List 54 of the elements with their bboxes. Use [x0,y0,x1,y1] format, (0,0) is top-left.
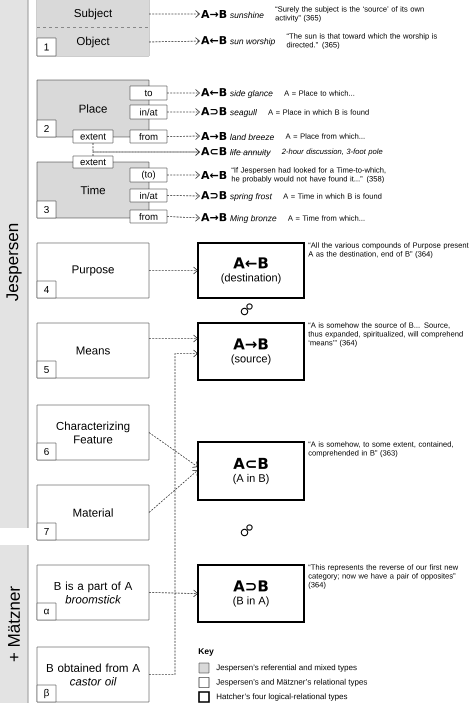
arrow [166,192,200,200]
relation-text: A⊂B life annuity [201,147,271,157]
arrow [148,470,198,513]
relation-box: A←B (destination) [197,242,305,299]
relation-text: A⊃B spring frost [201,191,272,201]
preposition-tab: from [130,210,168,224]
side-band: + Mätzner [0,545,29,703]
box-number: 2 [36,120,56,138]
preposition-tab: in/at [130,104,168,120]
box-number: α [36,602,56,620]
legend-text: Jespersen’s and Mätzner’s relational types [216,678,368,686]
relation-box: A⊂B (A in B) [197,441,305,501]
side-band: Jespersen [0,0,29,528]
relation-text: A→B Ming bronze [201,213,276,223]
box-number: 5 [36,360,56,378]
relation-text: A←B sun worship [201,36,275,46]
box-number: 1 [36,38,56,56]
arrow [148,432,198,468]
arrow [92,148,200,156]
relation-text: A→B sunshine [201,10,264,18]
box-number: 7 [36,522,56,540]
arrow [166,171,200,179]
relation-text: A→B land breeze [201,132,274,140]
node-label: Subject [74,8,112,20]
legend-title: Key [198,648,214,656]
relation-text: A⊃B seagull [201,107,258,117]
relation-box: A→B (source) [197,322,305,381]
node-label: Object [76,36,110,48]
arrow [148,350,198,675]
preposition-tab: to [130,86,168,100]
box-number: 6 [36,442,56,460]
arrow [166,214,200,222]
relation-text: A←B [201,171,226,179]
arrow [148,334,198,342]
category-box: Subject [36,0,150,28]
preposition-tab: extent [72,156,114,168]
arrow [166,108,200,116]
relation-box: A⊃B (B in A) [197,564,305,623]
preposition-tab: in/at [130,188,168,202]
legend-text: Hatcher’s four logical-relational types [216,693,348,701]
legend-text: Jespersen’s referential and mixed types [216,664,357,672]
arrow [148,10,200,18]
arrow [148,37,200,45]
preposition-tab: (to) [130,168,168,182]
arrow [148,266,198,274]
preposition-tab: from [130,130,168,144]
arrow [148,590,198,598]
box-number: β [36,684,56,702]
box-number: 4 [36,280,56,298]
relation-text: A←B side glance [201,88,273,98]
preposition-tab: extent [72,130,114,144]
box-number: 3 [36,200,56,218]
arrow [166,132,200,140]
arrow [166,89,200,97]
